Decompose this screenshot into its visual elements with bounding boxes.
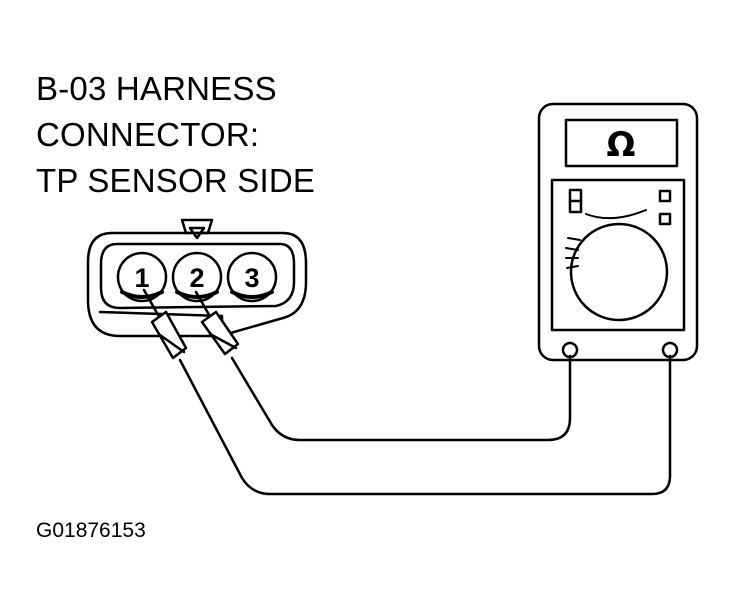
pin-label-1: 1 <box>134 263 149 293</box>
pin-label-2: 2 <box>189 263 204 293</box>
pin-cavity-1 <box>116 251 168 303</box>
probe-pin-1 <box>142 288 188 360</box>
test-lead-pin-2 <box>230 354 572 442</box>
range-marks <box>565 237 581 269</box>
caption-line-1: B-03 HARNESS <box>36 70 277 107</box>
pin-label-3: 3 <box>244 263 259 293</box>
figure-code: G01876153 <box>36 519 146 542</box>
meter-dial-panel <box>550 178 686 332</box>
caption-line-2: CONNECTOR: <box>36 116 260 153</box>
connector-inner-rim <box>99 242 296 310</box>
probe-pin-2 <box>194 290 240 356</box>
harness-connector <box>86 218 308 338</box>
test-lead-pin-1 <box>178 354 672 496</box>
ohmmeter <box>537 102 699 362</box>
connector-caption: B-03 HARNESS CONNECTOR: TP SENSOR SIDE <box>36 66 315 204</box>
dial-pointer <box>585 209 647 220</box>
rotary-dial <box>569 222 669 322</box>
caption-line-3: TP SENSOR SIDE <box>36 162 316 199</box>
mode-indicator-upper <box>658 189 672 203</box>
connector-housing <box>86 231 308 338</box>
pin-cavity-3 <box>226 251 278 303</box>
latch-triangle-icon <box>188 226 206 240</box>
pin-cavity-2 <box>171 251 223 303</box>
jack-ohm <box>661 341 679 359</box>
jack-com <box>561 341 579 359</box>
mode-indicator-lower <box>658 212 672 226</box>
meter-display <box>564 118 679 168</box>
selector-switch <box>568 188 583 214</box>
latch-tab <box>180 218 214 235</box>
ohm-symbol: Ω <box>607 125 636 165</box>
meter-body <box>537 102 699 362</box>
